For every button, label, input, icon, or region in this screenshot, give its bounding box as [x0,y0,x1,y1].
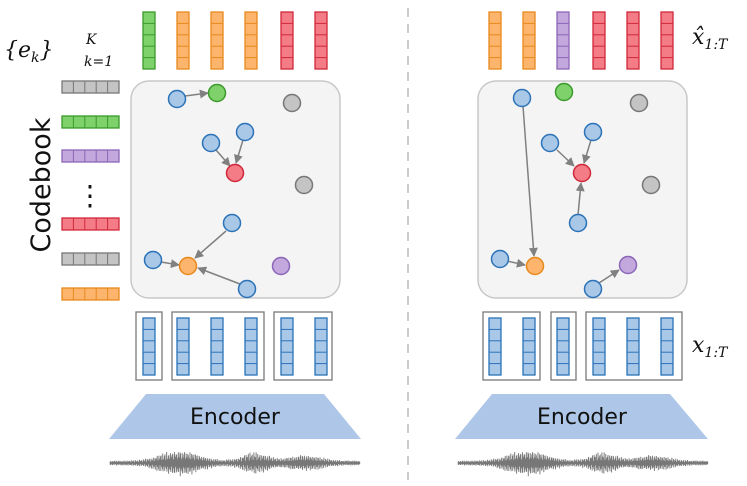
encoder-frame [210,317,224,376]
encoder-frame [488,317,502,376]
svg-text:{ek}: {ek} [4,38,54,66]
codebook-entry-gray [61,252,120,266]
codeword-green [207,83,227,103]
encoded-point [540,133,560,153]
quantized-column-red [660,11,674,70]
encoded-point [235,122,255,142]
segment-group-box [585,311,683,381]
quantized-column-green [142,11,156,70]
encoder-frame [556,317,570,376]
codebook-set-notation: {ek} K k=1 [4,32,113,70]
segment-group-box [135,311,163,381]
quantized-column-orange [176,11,190,70]
quantized-column-red [626,11,640,70]
segment-group-box [273,311,333,381]
codeword-orange [178,256,198,276]
waveform-left [109,452,361,477]
codebook-entry-gray [61,80,120,94]
encoder-frame [280,317,294,376]
segment-group-box [482,311,541,381]
latent-space-left [130,80,341,299]
encoder-left-label: Encoder [190,405,281,430]
quantized-column-red [280,11,294,70]
codebook-entry-red [61,217,120,231]
encoder-frame [142,317,156,376]
encoded-point [583,122,603,142]
waveform-right [457,452,709,477]
encoded-point [583,279,603,299]
quantized-column-purple [556,11,570,70]
encoder-frame [522,317,536,376]
xhat-label: x̂1:T [692,25,729,53]
quantized-columns-right [488,11,674,70]
encoded-point [490,249,510,269]
codeword-gray [294,175,314,195]
codebook-entries [61,80,120,301]
encoded-point [201,133,221,153]
codebook-ellipsis: ⋮ [76,179,104,212]
codebook-entry-green [61,115,120,129]
codeword-purple [271,256,291,276]
encoder-right-label: Encoder [537,405,628,430]
encoded-point [167,89,187,109]
codeword-gray [641,175,661,195]
codeword-purple [618,255,638,275]
codebook-entry-purple [61,149,120,163]
encoder-left [109,394,361,439]
codeword-red [225,163,245,183]
quantized-column-orange [522,11,536,70]
segment-group-box [550,311,577,381]
encoder-frame [176,317,190,376]
encoded-point [143,250,163,270]
encoded-point [222,213,242,233]
svg-text:k=1: k=1 [84,54,113,70]
latent-points-left [143,83,314,299]
encoder-frame [626,317,640,376]
codebook-label: Codebook [26,117,57,252]
quantized-column-orange [488,11,502,70]
encoded-point [237,279,257,299]
svg-text:K: K [85,32,98,48]
encoded-point [512,88,532,108]
quantized-column-orange [210,11,224,70]
quantized-column-orange [244,11,258,70]
encoded-point [568,213,588,233]
x-label: x1:T [692,333,729,361]
quantized-column-red [592,11,606,70]
quantized-columns-left [142,11,328,70]
latent-points-right [490,82,661,299]
codebook-entry-orange [61,287,120,301]
codeword-red [572,163,592,183]
encoder-columns-left [135,311,333,381]
encoder-right [455,394,708,439]
quantized-column-red [314,11,328,70]
assignment-arrows-right [506,105,620,284]
encoder-frame [244,317,258,376]
segment-group-box [171,311,265,381]
encoder-frame [314,317,328,376]
codeword-green [554,82,574,102]
assignment-arrows-left [160,89,244,285]
encoder-frame [592,317,606,376]
encoder-columns-right [482,311,683,381]
codeword-gray [629,93,649,113]
codeword-gray [282,93,302,113]
codeword-orange [525,256,545,276]
encoder-frame [660,317,674,376]
